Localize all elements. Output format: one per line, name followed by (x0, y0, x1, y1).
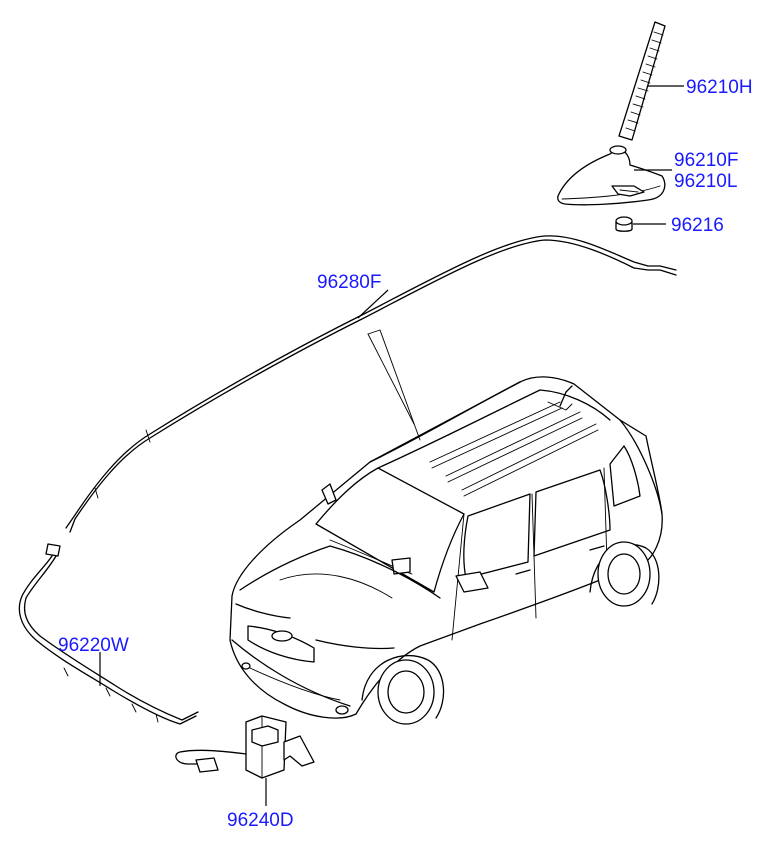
amplifier-module (175, 715, 315, 806)
part-number-96210h[interactable]: 96210H (686, 77, 753, 98)
antenna-base (557, 145, 672, 206)
roof-cable (65, 235, 677, 533)
part-number-96220w[interactable]: 96220W (58, 635, 129, 656)
antenna-mast (618, 21, 684, 141)
part-number-96240d[interactable]: 96240D (227, 810, 294, 831)
front-cable (18, 543, 199, 725)
part-number-96210f[interactable]: 96210F (674, 150, 738, 171)
vehicle (229, 329, 663, 725)
part-number-96210l[interactable]: 96210L (674, 171, 737, 192)
part-number-96280f[interactable]: 96280F (317, 272, 381, 293)
part-number-96216[interactable]: 96216 (671, 215, 724, 236)
antenna-pad (615, 216, 666, 232)
